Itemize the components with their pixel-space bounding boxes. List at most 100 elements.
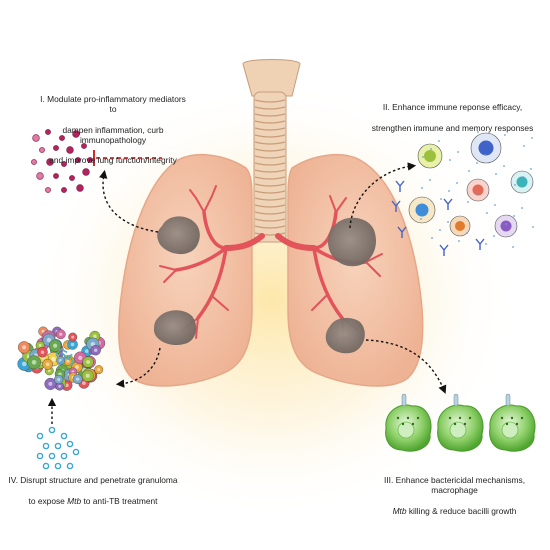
drug-particle	[54, 462, 62, 470]
dashed-arrows	[99, 162, 447, 394]
macrophage-small-icon	[449, 215, 471, 237]
drug-particle	[66, 440, 74, 448]
mtb-bacillus	[62, 349, 68, 353]
cytokine-speck	[476, 162, 478, 164]
cytokine-speck	[458, 240, 460, 242]
drug-particle	[72, 448, 80, 456]
cytokine-speck	[503, 165, 505, 167]
cytokine-speck	[494, 204, 496, 206]
cytokine-speck	[447, 221, 449, 223]
cytokine-speck	[513, 215, 515, 217]
b-cell-icon	[470, 132, 502, 164]
macrophage-cell-icon	[385, 393, 432, 452]
antibody-icon	[395, 180, 405, 192]
cytokine-speck	[522, 176, 524, 178]
drug-particle	[60, 432, 68, 440]
drug-particle	[54, 442, 62, 450]
label-iv-mtb: Mtb	[67, 495, 82, 506]
mtb-bacillus	[61, 351, 66, 357]
trachea	[242, 59, 301, 243]
mediator-dot	[59, 135, 65, 141]
cytokine-speck	[431, 237, 433, 239]
label-enhance-bactericidal: III. Enhance bactericidal mechanisms, ma…	[362, 465, 547, 526]
cytokine-speck	[422, 156, 424, 158]
mtb-bacillus	[62, 355, 66, 362]
mediator-dot	[45, 129, 51, 135]
cytokine-speck	[457, 151, 459, 153]
cytokine-speck	[419, 129, 421, 131]
mediator-dot	[46, 158, 54, 166]
drug-particles	[36, 426, 80, 470]
label-iv-line2: to expose Mtb to anti-TB treatment	[4, 496, 182, 506]
antibody-icon	[443, 198, 453, 210]
label-i-line2: dampen inflammation, curb immunopatholog…	[62, 124, 164, 146]
macrophage-cell-icon	[437, 393, 484, 452]
cytokine-speck	[466, 232, 468, 234]
plasma-cell-icon	[408, 196, 436, 224]
cytokine-speck	[429, 179, 431, 181]
drug-particle	[48, 426, 56, 434]
cytokine-speck	[531, 137, 533, 139]
granuloma-left-upper	[157, 216, 200, 255]
label-disrupt-granuloma: IV. Disrupt structure and penetrate gran…	[4, 465, 182, 516]
mediator-dot	[72, 130, 80, 138]
drug-particle	[42, 462, 50, 470]
label-iv-line2-rest: to anti-TB treatment	[81, 495, 158, 506]
label-i-line1: I. Modulate pro-inflammatory mediators t…	[40, 94, 186, 115]
cytokine-speck	[439, 229, 441, 231]
macrophage-cell-icon	[489, 393, 536, 452]
cytokine-speck	[512, 246, 514, 248]
arrow-to-ii	[349, 162, 417, 229]
cytokine-speck	[514, 184, 516, 186]
label-enhance-immune-response: II. Enhance immune reponse efficacy, str…	[360, 92, 545, 143]
mediator-dot	[53, 173, 59, 179]
cytokine-speck	[505, 223, 507, 225]
mtb-bacillus	[58, 361, 63, 367]
granulomas	[154, 216, 376, 354]
granuloma-left-lower	[154, 310, 197, 346]
cytokine-speck	[440, 198, 442, 200]
mediator-dot	[75, 157, 81, 163]
left-lung	[118, 153, 253, 387]
label-modulate-inflammation: I. Modulate pro-inflammatory mediators t…	[38, 84, 188, 176]
arrow-to-iv	[115, 347, 161, 388]
mediator-dot	[87, 157, 93, 163]
mtb-bacillus	[58, 360, 64, 365]
inhibition-symbol	[93, 150, 162, 166]
antibody-icon	[391, 200, 401, 212]
mtb-bacillus	[55, 353, 60, 359]
label-iv-line1: IV. Disrupt structure and penetrate gran…	[8, 475, 178, 486]
cytokine-speck	[420, 218, 422, 220]
label-ii-line2: strengthen immune and memory responses	[371, 122, 534, 133]
cytokine-speck	[468, 170, 470, 172]
label-iii-line2-rest: killing & reduce bacilli growth	[406, 505, 517, 516]
mediator-dot	[32, 134, 40, 142]
label-iii-line2: Mtb killing & reduce bacilli growth	[362, 506, 547, 516]
neutrophil-icon	[466, 178, 490, 202]
cytokine-speck	[530, 168, 532, 170]
mediator-dot	[31, 159, 37, 165]
label-i-line3: and improve lung function/integrity	[49, 155, 177, 166]
cytokine-speck	[449, 159, 451, 161]
label-iii-line1: III. Enhance bactericidal mechanisms, ma…	[383, 475, 526, 496]
drug-particle	[48, 452, 56, 460]
drug-particle	[60, 452, 68, 460]
mtb-bacillus	[67, 353, 73, 358]
mediator-dot	[39, 147, 45, 153]
immune-cells	[391, 129, 534, 256]
cytokine-speck	[430, 148, 432, 150]
mediator-dot	[76, 184, 84, 192]
cytokine-speck	[504, 134, 506, 136]
dendritic-cell-icon	[510, 170, 534, 194]
mediator-dot	[61, 161, 67, 167]
inflammatory-mediators	[31, 129, 93, 193]
cytokine-speck	[484, 154, 486, 156]
granuloma-right-lower	[325, 317, 365, 354]
label-iv-line2-pre: to expose	[28, 495, 68, 506]
cytokine-speck	[467, 201, 469, 203]
antibody-icon	[439, 244, 449, 256]
cytokine-speck	[523, 145, 525, 147]
cytokine-speck	[521, 207, 523, 209]
mtb-bacillus	[65, 357, 71, 361]
